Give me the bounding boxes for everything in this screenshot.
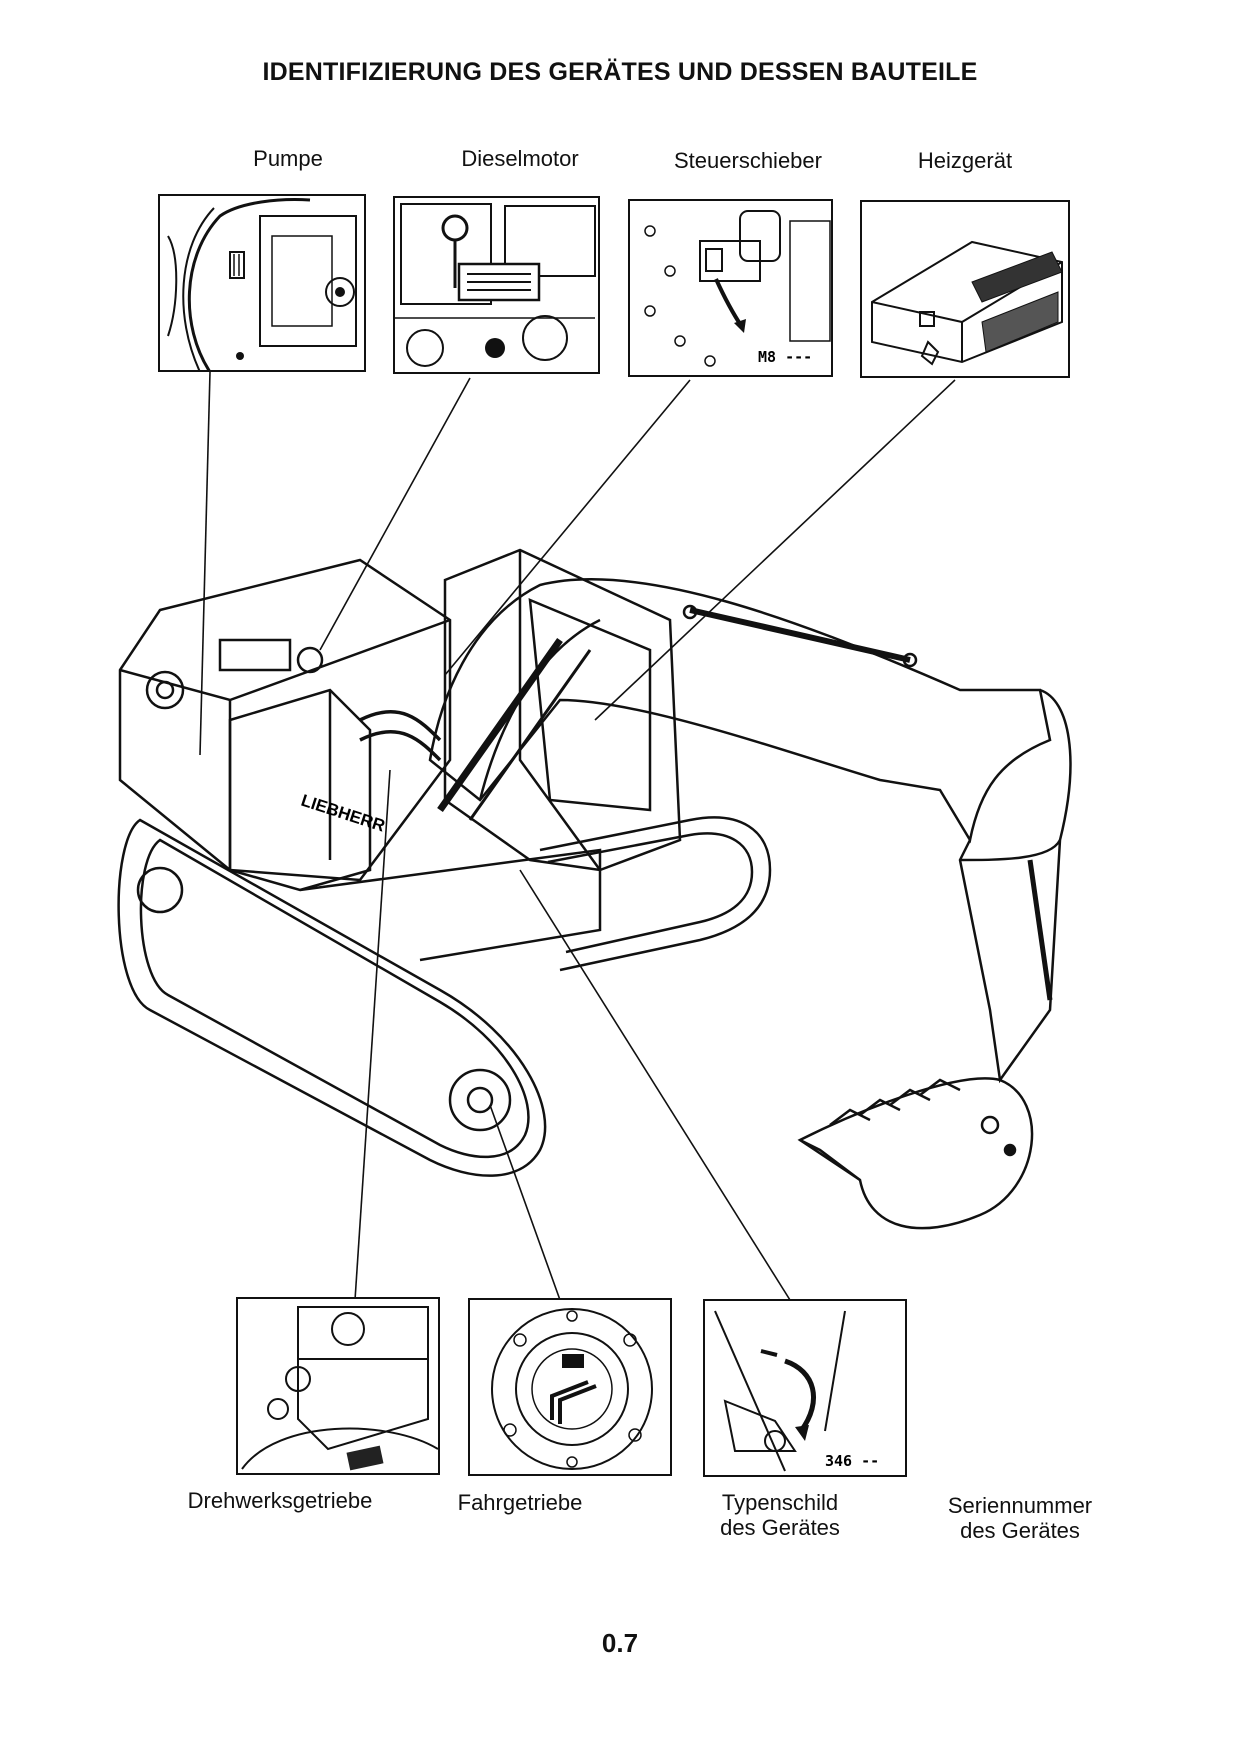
inset-typenschild: 346 --	[703, 1299, 907, 1477]
label-seriennummer-line2: des Gerätes	[960, 1518, 1080, 1543]
inset-dieselmotor	[393, 196, 600, 374]
sprocket-wheel	[448, 1068, 512, 1132]
travel-gear-illustration	[491, 1308, 653, 1470]
leader-line-dieselmotor	[319, 377, 471, 651]
pump-illustration	[167, 198, 357, 370]
rear-track	[539, 816, 772, 972]
boom	[428, 578, 1052, 844]
leader-line-fahrgetriebe	[489, 1104, 561, 1301]
control-valve-illustration: M8 ---	[644, 210, 831, 367]
label-typenschild-line1: Typenschild	[721, 1490, 839, 1515]
label-seriennummer-line1: Seriennummer	[947, 1493, 1093, 1518]
stick	[958, 688, 1072, 1084]
inset-drehwerksgetriebe	[236, 1297, 440, 1475]
heater-illustration	[871, 240, 1063, 366]
label-steuerschieber: Steuerschieber	[674, 148, 822, 173]
leader-line-typenschild	[519, 869, 791, 1301]
label-typenschild: Typenschild des Gerätes	[680, 1490, 880, 1540]
page-number: 0.7	[601, 1628, 639, 1658]
bucket	[797, 1077, 1034, 1230]
serial-plate-illustration: 346 --	[714, 1310, 879, 1472]
page-title: IDENTIFIZIERUNG DES GERÄTES UND DESSEN B…	[262, 58, 978, 86]
leader-line-steuerschieber	[444, 379, 691, 676]
label-seriennummer: Seriennummer des Gerätes	[910, 1493, 1130, 1543]
label-fahrgetriebe: Fahrgetriebe	[457, 1490, 583, 1515]
inset-fahrgetriebe	[468, 1298, 672, 1476]
cabin	[443, 548, 682, 872]
label-dieselmotor: Dieselmotor	[461, 146, 579, 171]
label-typenschild-line2: des Gerätes	[720, 1515, 840, 1540]
front-track	[117, 818, 547, 1177]
upper-carriage	[118, 558, 452, 882]
leader-line-pumpe	[199, 371, 211, 756]
inset-heizgeraet	[860, 200, 1070, 378]
label-pumpe: Pumpe	[253, 146, 323, 171]
label-heizgeraet: Heizgerät	[917, 148, 1013, 173]
swing-gear-illustration	[241, 1306, 438, 1471]
steuerschieber-code: M8 ---	[758, 348, 812, 366]
engine-illustration	[395, 203, 596, 367]
label-drehwerksgetriebe: Drehwerksgetriebe	[187, 1488, 373, 1513]
leader-line-heizgeraet	[594, 379, 956, 721]
inset-steuerschieber: M8 ---	[628, 199, 833, 377]
serial-code: 346 --	[825, 1452, 879, 1470]
brand-lettering: LIEBHERR	[299, 791, 388, 836]
inset-pumpe	[158, 194, 366, 372]
leader-line-drehwerksgetriebe	[354, 769, 391, 1301]
